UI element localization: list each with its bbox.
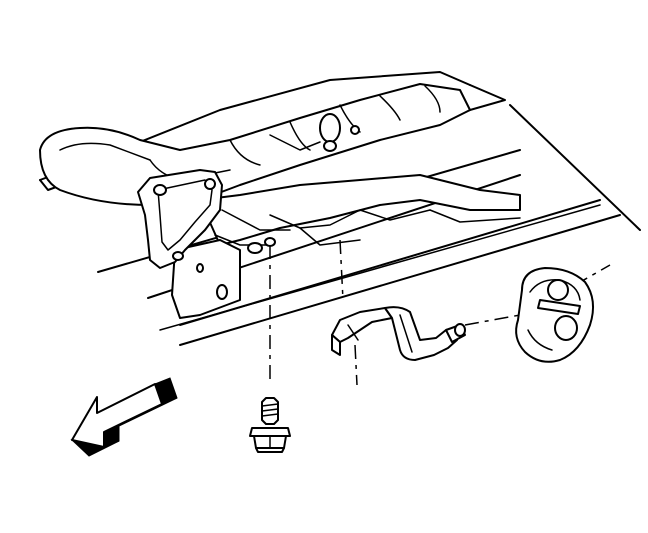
insulator-guide-line <box>464 314 521 326</box>
rod-lower-guide-line <box>354 344 358 386</box>
hanger-bracket-icon <box>137 169 291 269</box>
exhaust-hanger-rod-icon <box>331 306 466 361</box>
rubber-insulator-icon <box>515 267 595 363</box>
bolt-icon <box>249 397 291 453</box>
forward-arrow-icon <box>70 377 178 457</box>
rod-guide-line <box>339 239 344 301</box>
frame-rail-icon <box>39 71 641 346</box>
